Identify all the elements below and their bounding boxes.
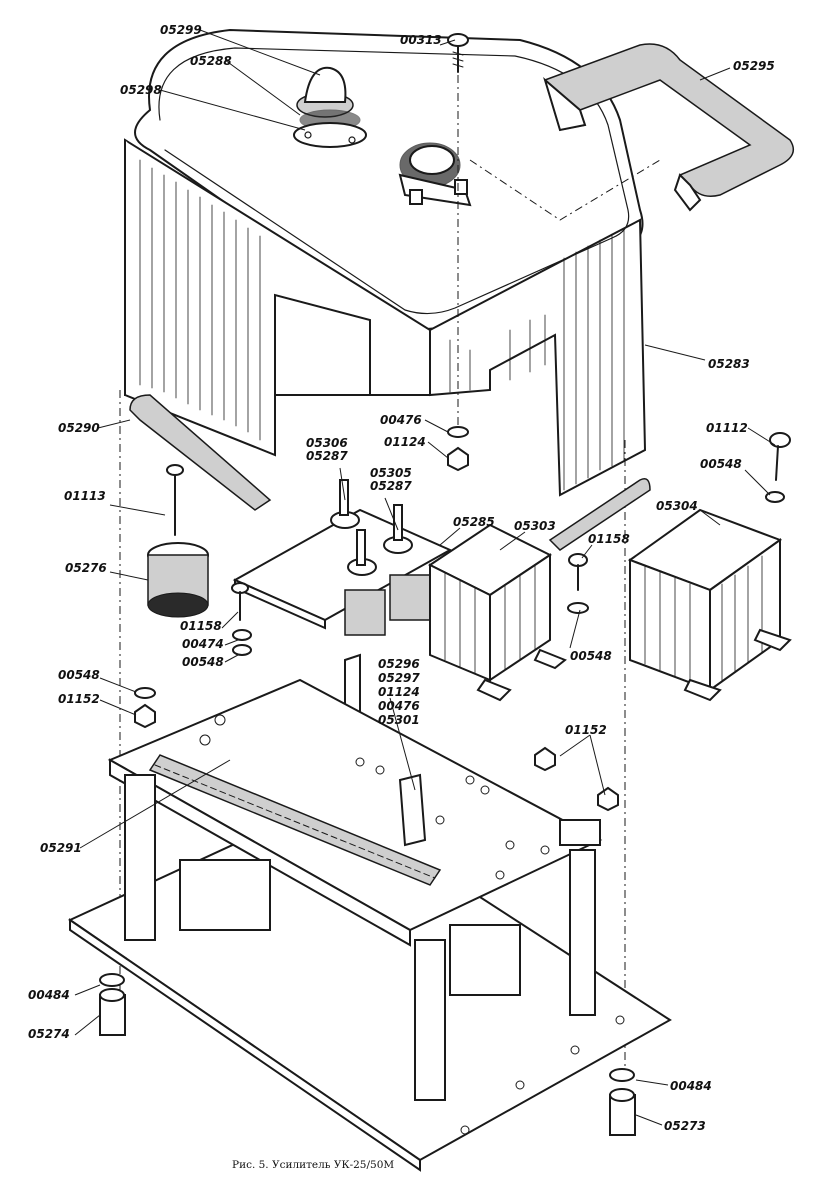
washer-nut-upper xyxy=(447,426,469,472)
label-00548-left: 00548 xyxy=(182,655,224,669)
screw-01112 xyxy=(765,432,791,503)
label-01124-mid: 01124 xyxy=(378,685,420,699)
label-00548-chassis: 00548 xyxy=(58,668,100,682)
side-rail-right xyxy=(548,478,651,551)
label-05276: 05276 xyxy=(65,561,107,575)
label-05273: 05273 xyxy=(664,1119,706,1133)
label-01112: 01112 xyxy=(706,421,748,435)
label-05296: 05296 xyxy=(378,657,420,671)
label-05306: 05306 xyxy=(306,436,348,450)
label-00313: 00313 xyxy=(400,33,442,47)
label-01152-left: 01152 xyxy=(58,692,100,706)
cover-housing xyxy=(124,28,647,497)
screw-01158-left xyxy=(231,582,252,656)
transformer-05304 xyxy=(627,508,792,702)
carry-handle xyxy=(543,43,795,212)
label-05285: 05285 xyxy=(453,515,495,529)
standoff-05274 xyxy=(99,973,126,1036)
label-00476-top: 00476 xyxy=(380,413,422,427)
label-05287-b: 05287 xyxy=(370,479,412,493)
label-05299: 05299 xyxy=(160,23,202,37)
top-socket xyxy=(398,142,472,207)
side-rail-left xyxy=(129,394,272,511)
figure-caption: Рис. 5. Усилитель УК-25/50М xyxy=(232,1159,394,1171)
label-05301: 05301 xyxy=(378,713,420,727)
label-01152-right: 01152 xyxy=(565,723,607,737)
screw-00313 xyxy=(447,33,469,73)
switch-knob-1 xyxy=(330,479,360,529)
label-05283: 05283 xyxy=(708,357,750,371)
nut-01152-right xyxy=(534,746,619,812)
part-labels: 05299 05288 05298 00313 05295 05283 0529… xyxy=(28,23,775,1133)
label-05297: 05297 xyxy=(378,671,420,685)
label-05305: 05305 xyxy=(370,466,412,480)
label-05287-a: 05287 xyxy=(306,449,348,463)
label-05288: 05288 xyxy=(190,54,232,68)
switch-knob-2 xyxy=(383,504,413,554)
label-05274: 05274 xyxy=(28,1027,70,1041)
label-01113: 01113 xyxy=(64,489,106,503)
label-05303: 05303 xyxy=(514,519,556,533)
label-05291: 05291 xyxy=(40,841,82,855)
label-00548-mid: 00548 xyxy=(570,649,612,663)
knob-cap xyxy=(293,66,367,148)
label-05295: 05295 xyxy=(733,59,775,73)
standoff-05273 xyxy=(609,1068,636,1136)
washer-nut-left xyxy=(134,687,156,729)
label-00474: 00474 xyxy=(182,637,224,651)
label-05290: 05290 xyxy=(58,421,100,435)
screw-01158-right xyxy=(567,553,589,614)
label-00484-left: 00484 xyxy=(28,988,70,1002)
label-01158-left: 01158 xyxy=(180,619,222,633)
label-05304: 05304 xyxy=(656,499,698,513)
transformer-05303 xyxy=(428,523,567,702)
label-00548-right: 00548 xyxy=(700,457,742,471)
label-00484-right: 00484 xyxy=(670,1079,712,1093)
label-01158-right: 01158 xyxy=(588,532,630,546)
leader-lines xyxy=(74,29,776,1126)
label-01124-top: 01124 xyxy=(384,435,426,449)
label-00476-mid: 00476 xyxy=(378,699,420,713)
chassis xyxy=(67,678,672,1172)
switch-board-05285 xyxy=(232,479,453,636)
coil-05276 xyxy=(147,464,209,618)
label-05298: 05298 xyxy=(120,83,162,97)
switch-knob-3 xyxy=(347,529,377,576)
